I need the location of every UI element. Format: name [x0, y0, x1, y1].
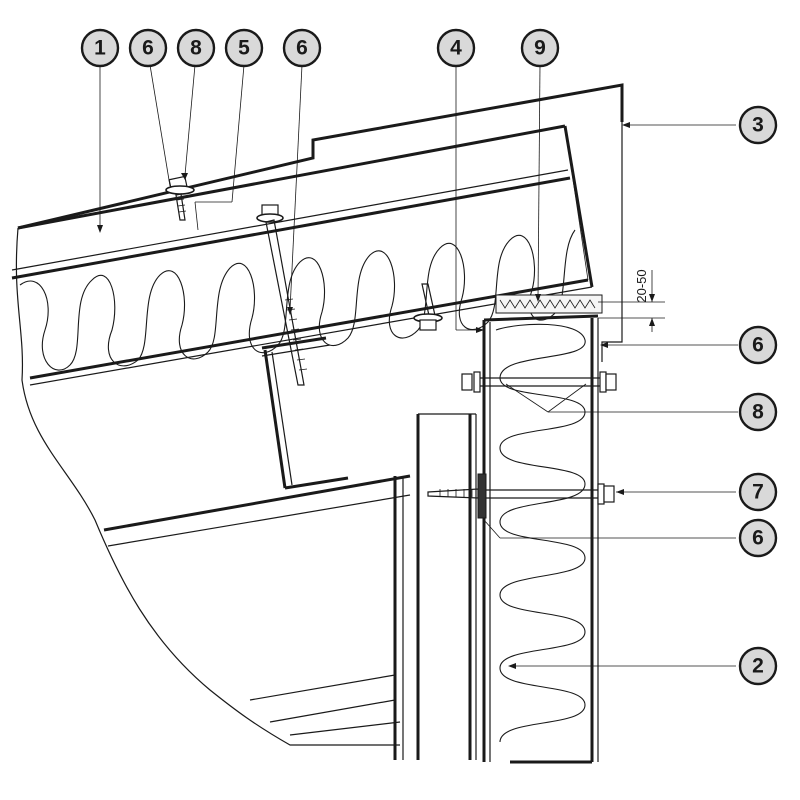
leader-lines	[99, 64, 738, 667]
callout-7: 7	[738, 472, 778, 512]
roof-panel	[11, 83, 624, 386]
svg-text:9: 9	[534, 37, 546, 60]
fastener-roof-lower	[413, 283, 443, 331]
callout-5: 5	[224, 28, 264, 68]
svg-text:4: 4	[450, 37, 462, 60]
steel-column	[393, 413, 477, 760]
svg-text:8: 8	[190, 37, 202, 60]
callout-8-top: 8	[176, 28, 216, 68]
fastener-wall-top	[461, 371, 617, 393]
dimension-label: 20-50	[634, 269, 649, 302]
z-purlin	[261, 336, 349, 490]
callout-3: 3	[738, 105, 778, 145]
callout-6-right-top: 6	[738, 325, 778, 365]
svg-text:6: 6	[752, 527, 764, 550]
svg-text:6: 6	[296, 37, 308, 60]
dimension-20-50: 20-50	[598, 269, 665, 332]
leader-arrowheads	[97, 122, 630, 669]
callout-6-top-left: 6	[128, 28, 168, 68]
fastener-wall-mid	[427, 473, 615, 519]
svg-text:7: 7	[752, 481, 764, 504]
callout-9: 9	[520, 28, 560, 68]
callout-6-right-bottom: 6	[738, 518, 778, 558]
callout-1: 1	[80, 28, 120, 68]
svg-text:6: 6	[752, 334, 764, 357]
svg-text:1: 1	[94, 37, 106, 60]
fastener-roof-top	[165, 175, 195, 221]
callout-8-right: 8	[738, 392, 778, 432]
svg-text:3: 3	[752, 114, 764, 137]
callout-4: 4	[436, 28, 476, 68]
wall-panel	[482, 314, 599, 764]
ridge-flashing	[601, 122, 623, 362]
svg-text:2: 2	[752, 655, 764, 678]
svg-text:8: 8	[752, 401, 764, 424]
rafter-beam	[103, 474, 411, 736]
fastener-roof-long	[256, 204, 308, 386]
break-outline	[15, 227, 400, 746]
callout-6-top-mid: 6	[282, 28, 322, 68]
svg-text:6: 6	[142, 37, 154, 60]
flashing-inner	[564, 125, 589, 281]
callout-2: 2	[738, 646, 778, 686]
svg-text:5: 5	[238, 37, 250, 60]
foam-filler	[495, 294, 603, 314]
